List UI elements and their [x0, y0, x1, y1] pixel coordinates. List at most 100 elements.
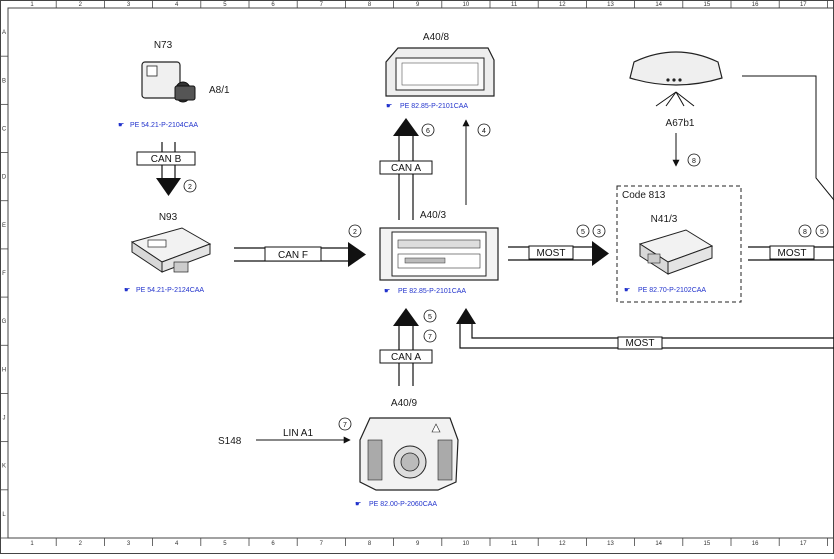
n41-3-component: Code 813 N41/3 ☛ PE 82.70-P-2102CAA: [616, 185, 742, 303]
drawing-border: [7, 7, 834, 539]
a40-9-ref-icon: ☛: [355, 501, 361, 508]
column-number: 16: [752, 541, 759, 547]
marker-a67-8: 8: [692, 158, 696, 165]
marker-most-3: 3: [597, 229, 601, 236]
column-number: 4: [175, 2, 179, 8]
column-number: 4: [175, 541, 179, 547]
a40-9-ref: PE 82.00-P-2060CAA: [369, 501, 437, 508]
a40-3-ref: PE 82.85-P-2101CAA: [398, 288, 466, 295]
row-ruler: A B C D E F G H J K L: [0, 30, 8, 539]
most-bottom-label: MOST: [626, 338, 655, 349]
lin-a1-label: LIN A1: [283, 428, 313, 439]
column-number: 8: [368, 541, 372, 547]
a40-8-ref: PE 82.85-P-2101CAA: [400, 103, 468, 110]
column-number: 3: [127, 2, 131, 8]
marker-a408-thin: 4: [482, 128, 486, 135]
column-number: 7: [320, 541, 324, 547]
can-b-box: [136, 151, 196, 166]
can-a-top-connection: CAN A 6 4: [379, 118, 491, 220]
can-a-bottom-box: [379, 349, 433, 364]
a40-3-component: A40/3 ☛ PE 82.85-P-2101CAA: [379, 210, 499, 295]
a67b1-component: A67b1 8: [629, 51, 834, 201]
lin-a1-connection: S148 LIN A1 7: [218, 417, 352, 447]
column-number: 12: [559, 2, 566, 8]
can-a-top-box: [379, 160, 433, 175]
n73-ref: PE 54.21-P-2104CAA: [130, 122, 198, 129]
most-bottom-box: [617, 336, 663, 350]
marker-lin-7: 7: [343, 422, 347, 429]
column-number: 7: [320, 2, 324, 8]
a40-3-label: A40/3: [420, 210, 447, 221]
row-letter: A: [2, 30, 6, 36]
a40-8-label: A40/8: [423, 32, 450, 43]
column-ruler: 1122334455667788991010111112121313141415…: [30, 0, 828, 547]
row-letter: G: [2, 319, 7, 325]
column-number: 11: [511, 2, 518, 8]
row-letter: C: [2, 126, 7, 132]
can-f-connection: CAN F 2: [234, 224, 366, 267]
column-number: 13: [607, 2, 614, 8]
can-a-bottom-label: CAN A: [391, 352, 421, 363]
column-number: 10: [463, 541, 470, 547]
most-far-box: [769, 245, 815, 260]
row-letter: L: [2, 512, 6, 518]
marker-canb: 2: [188, 184, 192, 191]
s148-label: S148: [218, 436, 242, 447]
can-a-top-label: CAN A: [391, 163, 421, 174]
column-number: 17: [800, 2, 807, 8]
a40-9-label: A40/9: [391, 398, 418, 409]
column-number: 10: [463, 2, 470, 8]
n93-label: N93: [159, 212, 178, 223]
can-f-box: [264, 246, 322, 262]
column-number: 1: [30, 2, 34, 8]
most-right-connection: MOST 5 3: [508, 224, 609, 266]
most-far-connection: MOST 8 5: [748, 224, 834, 261]
column-number: 6: [271, 2, 275, 8]
a40-8-component: A40/8 ☛ PE 82.85-P-2101CAA: [385, 32, 495, 110]
a40-9-component: A40/9 ☛ PE 82.00-P-2060CAA: [355, 398, 459, 508]
column-number: 9: [416, 541, 420, 547]
can-b-connection: CAN B 2: [136, 142, 197, 196]
n93-component: N93 ☛ PE 54.21-P-2124CAA: [124, 212, 212, 294]
marker-canf: 2: [353, 229, 357, 236]
row-letter: J: [3, 416, 6, 422]
n73-ref-icon: ☛: [118, 122, 124, 129]
row-letter: K: [2, 464, 6, 470]
a40-3-ref-icon: ☛: [384, 288, 390, 295]
n41-3-label: N41/3: [651, 214, 678, 225]
column-number: 16: [752, 2, 759, 8]
column-number: 3: [127, 541, 131, 547]
most-bottom-connection: MOST: [456, 308, 834, 350]
a40-8-ref-icon: ☛: [386, 103, 392, 110]
marker-far-5: 5: [820, 229, 824, 236]
column-number: 2: [79, 541, 83, 547]
column-number: 11: [511, 541, 518, 547]
marker-most-5: 5: [581, 229, 585, 236]
n41-3-ref-icon: ☛: [624, 287, 630, 294]
n41-3-code: Code 813: [622, 190, 666, 201]
column-number: 15: [704, 2, 711, 8]
can-b-label: CAN B: [151, 154, 182, 165]
row-letter: B: [2, 78, 6, 84]
row-letter: D: [2, 175, 7, 181]
most-far-label: MOST: [778, 248, 807, 259]
a67b1-label: A67b1: [666, 118, 695, 129]
column-number: 14: [655, 541, 662, 547]
n73-label: N73: [154, 40, 173, 51]
row-letter: F: [2, 271, 6, 277]
column-number: 6: [271, 541, 275, 547]
column-number: 13: [607, 541, 614, 547]
column-number: 14: [655, 2, 662, 8]
column-number: 1: [30, 541, 34, 547]
code-813-box: [616, 185, 742, 303]
most-right-label: MOST: [537, 248, 566, 259]
row-letter: H: [2, 367, 6, 373]
column-number: 2: [79, 2, 83, 8]
column-number: 5: [223, 2, 227, 8]
row-letter: E: [2, 223, 6, 229]
n73-component: N73 A8/1 ☛ PE 54.21-P-2104CAA: [118, 40, 230, 129]
marker-a408-up: 6: [426, 128, 430, 135]
column-number: 15: [704, 541, 711, 547]
